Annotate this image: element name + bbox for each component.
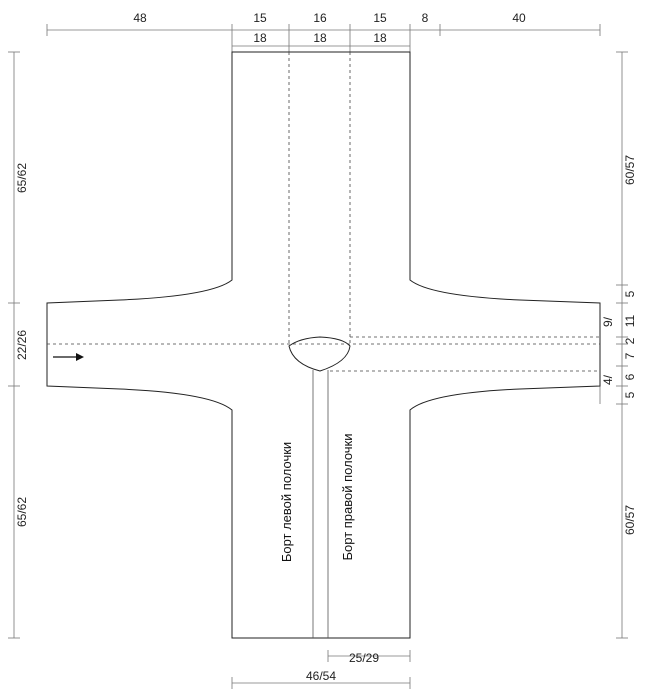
right-dim-11: 11 [623, 314, 637, 327]
bottom-dimension-lines [231, 650, 411, 689]
top-dim-16: 16 [313, 11, 327, 25]
right-dim-5-bottom: 5 [623, 391, 637, 398]
right-band-label: Борт правой полочки [340, 433, 355, 560]
right-dim-60-57-top: 60/57 [623, 155, 637, 185]
right-dim-60-57-bottom: 60/57 [623, 505, 637, 535]
left-band-label: Борт левой полочки [279, 442, 294, 562]
left-dim-22-26: 22/26 [15, 330, 29, 360]
right-dim-5-top: 5 [623, 290, 637, 297]
left-dim-65-62-bottom: 65/62 [15, 497, 29, 527]
pattern-outline [46, 51, 601, 639]
left-dim-65-62-top: 65/62 [15, 163, 29, 193]
right-frac-4: 4/ [601, 374, 615, 385]
neckline-opening [288, 336, 351, 372]
bottom-dim-46-54: 46/54 [306, 669, 336, 683]
top-dim-15-right: 15 [373, 11, 387, 25]
left-dimension-lines [8, 51, 20, 639]
bottom-dim-25-29: 25/29 [349, 651, 379, 665]
top-dim-18-a: 18 [253, 31, 267, 45]
top-dim-48: 48 [133, 11, 147, 25]
top-dim-18-b: 18 [313, 31, 327, 45]
knit-direction-arrow-icon [53, 353, 84, 361]
right-dim-7: 7 [623, 352, 637, 359]
top-dim-8: 8 [422, 11, 429, 25]
top-dim-18-c: 18 [373, 31, 387, 45]
right-dim-6: 6 [623, 373, 637, 380]
top-dimension-lines [46, 24, 601, 52]
right-frac-9: 9/ [601, 316, 615, 327]
top-dim-40: 40 [512, 11, 526, 25]
right-dim-2: 2 [623, 337, 637, 344]
top-dim-15-left: 15 [253, 11, 267, 25]
